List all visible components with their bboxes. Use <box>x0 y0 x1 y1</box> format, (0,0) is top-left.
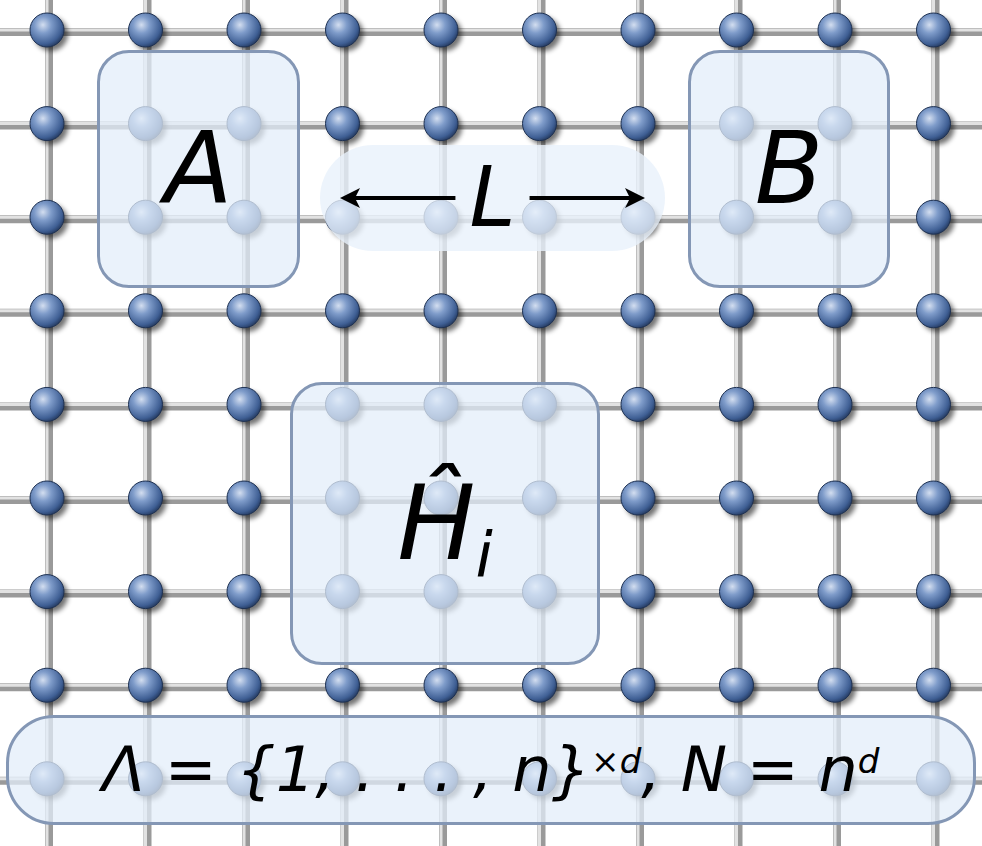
lattice-site <box>917 107 951 141</box>
lattice-site <box>129 668 163 702</box>
lattice-site <box>621 668 655 702</box>
lattice-site <box>720 387 754 421</box>
lattice-site <box>818 668 852 702</box>
lattice-site <box>227 575 261 609</box>
subscript-text: i <box>475 524 492 586</box>
lattice-site <box>30 575 64 609</box>
lattice-site <box>227 481 261 515</box>
lattice-site <box>621 481 655 515</box>
lattice-site <box>818 387 852 421</box>
lattice-site <box>917 481 951 515</box>
text-line: B <box>755 112 824 227</box>
superscript-text: ×d <box>591 744 641 778</box>
lattice-site <box>621 107 655 141</box>
lattice-site <box>129 294 163 328</box>
lattice-site <box>30 668 64 702</box>
lattice-site <box>917 668 951 702</box>
lattice-site <box>818 294 852 328</box>
lattice-site <box>424 107 458 141</box>
lattice-site <box>917 294 951 328</box>
lattice-site <box>326 668 360 702</box>
lattice-site <box>818 575 852 609</box>
lattice-site <box>720 294 754 328</box>
lattice-site <box>326 107 360 141</box>
lattice-site <box>523 13 557 47</box>
lattice-site <box>30 200 64 234</box>
lattice-site <box>818 481 852 515</box>
lattice-site <box>227 13 261 47</box>
lattice-site <box>720 668 754 702</box>
lattice-site <box>30 387 64 421</box>
distance-arrow <box>530 196 631 200</box>
lattice-site <box>326 13 360 47</box>
lattice-site <box>424 13 458 47</box>
lattice-site <box>720 481 754 515</box>
lattice-site <box>720 575 754 609</box>
lattice-site <box>917 387 951 421</box>
lattice-site <box>523 668 557 702</box>
lattice-site <box>621 387 655 421</box>
lattice-site <box>129 387 163 421</box>
node-label: B <box>755 119 824 219</box>
lattice-site <box>917 575 951 609</box>
node-label: Λ = {1, . . . , n} <box>103 739 592 801</box>
lattice-site <box>129 13 163 47</box>
distance-pill-shape <box>320 145 665 251</box>
lattice-site <box>30 294 64 328</box>
lattice-site <box>917 13 951 47</box>
lattice-site <box>621 294 655 328</box>
lattice-site <box>30 107 64 141</box>
lattice-site <box>326 294 360 328</box>
arrow-head <box>625 188 645 208</box>
lattice-definition-box: Λ = {1, . . . , n}×d, N = nd <box>6 715 976 825</box>
text-line: A <box>164 112 232 227</box>
lattice-site <box>621 13 655 47</box>
lattice-site <box>720 13 754 47</box>
text-line: Ĥi <box>397 464 493 583</box>
lattice-site <box>424 294 458 328</box>
text-line: Λ = {1, . . . , n}×d, N = nd <box>103 735 880 806</box>
lattice-site <box>30 13 64 47</box>
text-line: L <box>469 150 515 246</box>
region-box: B <box>688 50 890 288</box>
region-box: A <box>97 50 300 288</box>
lattice-site <box>621 575 655 609</box>
lattice-site <box>523 294 557 328</box>
lattice-site <box>227 387 261 421</box>
node-label: , N = n <box>641 739 857 801</box>
lattice-site <box>424 668 458 702</box>
arrow-head <box>340 188 360 208</box>
hamiltonian-box: Ĥi <box>290 382 600 665</box>
distance-pill: L <box>320 145 665 251</box>
lattice-site <box>129 575 163 609</box>
lattice-site <box>227 668 261 702</box>
node-label: Ĥ <box>397 471 475 575</box>
distance-arrow <box>354 196 455 200</box>
lattice-site <box>818 13 852 47</box>
node-label: L <box>469 163 515 233</box>
superscript-text: d <box>858 744 880 778</box>
lattice-site <box>227 294 261 328</box>
lattice-site <box>129 481 163 515</box>
node-label: A <box>164 119 232 219</box>
lattice-site <box>523 107 557 141</box>
lattice-site <box>917 200 951 234</box>
lattice-site <box>30 481 64 515</box>
